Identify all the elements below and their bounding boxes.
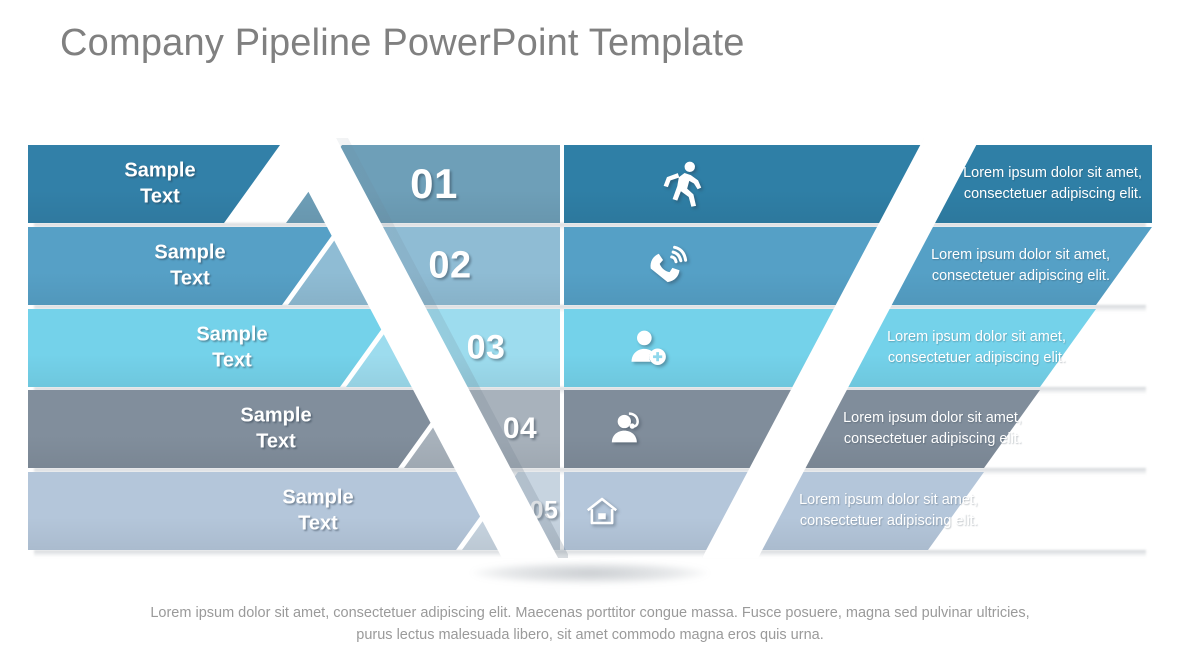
- row-3-label: Sample Text: [196, 323, 268, 372]
- row-3-number: 03: [466, 328, 506, 367]
- phone-ringing-icon: [642, 243, 688, 289]
- home-icon: [584, 493, 620, 529]
- row-shadow: [34, 550, 1146, 557]
- row-2-label: Sample Text: [154, 241, 226, 290]
- pipeline-row-3[interactable]: Sample Text 03 Lorem ipsum dolor sit ame…: [28, 309, 1152, 394]
- row-5-description: Lorem ipsum dolor sit amet, consectetuer…: [799, 491, 978, 529]
- row-4-label: Sample Text: [240, 404, 312, 453]
- row-3-description: Lorem ipsum dolor sit amet, consectetuer…: [887, 328, 1066, 366]
- page-title: Company Pipeline PowerPoint Template: [60, 22, 745, 64]
- row-1-number: 01: [410, 160, 458, 207]
- funnel-base-shadow: [472, 562, 708, 584]
- row-5-label: Sample Text: [282, 486, 354, 535]
- pipeline-row-5[interactable]: Sample Text 05 Lorem ipsum dolor sit ame…: [28, 472, 1152, 557]
- row-4-description: Lorem ipsum dolor sit amet, consectetuer…: [843, 409, 1022, 447]
- slide-caption: Lorem ipsum dolor sit amet, consectetuer…: [150, 605, 1030, 644]
- running-person-icon: [658, 159, 708, 209]
- row-2-description: Lorem ipsum dolor sit amet, consectetuer…: [931, 246, 1110, 284]
- add-user-icon: [626, 326, 670, 370]
- row-2-number: 02: [428, 244, 472, 287]
- row-4-number: 04: [502, 412, 538, 445]
- pipeline-row-1[interactable]: Sample Text 01 Lorem ipsum dolor sit ame…: [28, 145, 1152, 230]
- pipeline-row-2[interactable]: Sample Text 02 Lorem ipsum dolor sit ame…: [28, 227, 1152, 312]
- pipeline-funnel-diagram: Sample Text 01 Lorem ipsum dolor sit ame…: [28, 138, 1152, 584]
- support-agent-icon: [606, 409, 646, 449]
- row-1-label: Sample Text: [124, 159, 196, 208]
- row-1-description: Lorem ipsum dolor sit amet, consectetuer…: [963, 164, 1142, 202]
- pipeline-row-4[interactable]: Sample Text 04 Lorem ipsum dolor sit ame…: [28, 390, 1152, 475]
